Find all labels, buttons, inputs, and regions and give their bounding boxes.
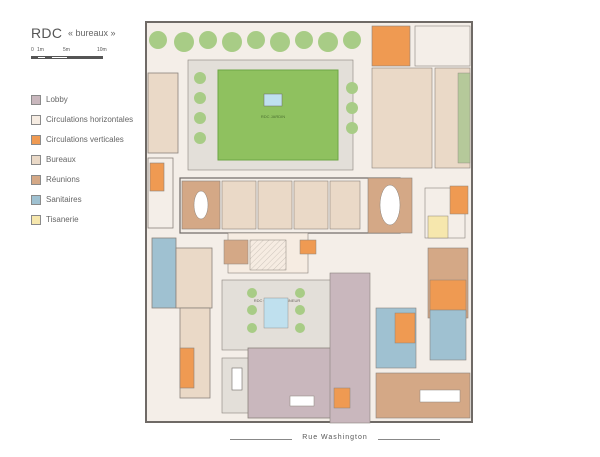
legend-swatch	[31, 155, 41, 165]
garden-lawn	[217, 69, 339, 161]
legend-swatch	[31, 95, 41, 105]
stair-left-bottom	[179, 347, 195, 389]
reunion-room-5	[329, 180, 361, 230]
street-line-left	[230, 439, 292, 440]
legend-label: Bureaux	[46, 155, 76, 164]
street-label-block: Rue Washington	[230, 434, 440, 446]
offices-right-top	[414, 25, 471, 67]
scale-label-1: 1m	[37, 47, 44, 53]
legend-label: Tisanerie	[46, 215, 79, 224]
stair-left-top	[149, 162, 165, 192]
legend-item-circulations-horizontales: Circulations horizontales	[31, 113, 151, 133]
sanitaires-left	[151, 237, 177, 309]
street-label: Rue Washington	[302, 434, 368, 441]
legend-item-bureaux: Bureaux	[31, 153, 151, 173]
legend-item-lobby: Lobby	[31, 93, 151, 113]
reception-desk	[289, 395, 315, 407]
scale-label-0: 0	[31, 47, 34, 53]
stair-lobby	[333, 387, 351, 409]
scale-bar: 0 1m 5m 10m	[31, 47, 151, 67]
room-bureaux-left-bottom	[179, 307, 211, 399]
legend: Lobby Circulations horizontales Circulat…	[31, 93, 151, 233]
legend-swatch	[31, 175, 41, 185]
legend-swatch	[31, 215, 41, 225]
garden-label: RDC JARDIN	[261, 114, 285, 119]
tree-group-cour	[247, 288, 305, 333]
tree-row-top	[149, 31, 361, 52]
meeting-table-long	[419, 389, 461, 403]
page-title: RDC	[31, 25, 63, 41]
room-bureaux-left-top	[147, 72, 179, 154]
legend-label: Sanitaires	[46, 195, 82, 204]
scale-label-10: 10m	[97, 47, 107, 53]
legend-item-tisanerie: Tisanerie	[31, 213, 151, 233]
legend-item-circulations-verticales: Circulations verticales	[31, 133, 151, 153]
scale-label-5: 5m	[63, 47, 70, 53]
sanitaires-right-2	[429, 309, 467, 361]
tree-column-garden	[194, 72, 358, 144]
open-space-right	[371, 67, 433, 169]
scale-bar-segment	[31, 56, 38, 59]
planter-right	[457, 72, 471, 164]
room-bureaux-left-mid	[175, 247, 213, 309]
hall-pattern	[249, 239, 287, 271]
car-icon	[231, 367, 243, 391]
legend-label: Lobby	[46, 95, 68, 104]
scale-bar-segment	[45, 56, 52, 59]
meeting-table	[193, 190, 209, 220]
floor-plan: RDC JARDIN RDC COUR D'HONNEUR	[145, 21, 473, 424]
street-line-right	[378, 439, 440, 440]
reunion-room-central	[223, 239, 249, 265]
legend-label: Circulations verticales	[46, 135, 124, 144]
legend-swatch	[31, 195, 41, 205]
reunion-room-3	[257, 180, 293, 230]
legend-label: Réunions	[46, 175, 80, 184]
fountain	[263, 93, 283, 107]
reunion-room-2	[221, 180, 257, 230]
stair-right-mid	[449, 185, 469, 215]
stair-right-lower	[429, 279, 467, 313]
stair-right-top	[371, 25, 411, 67]
legend-item-reunions: Réunions	[31, 173, 151, 193]
reunion-room-4	[293, 180, 329, 230]
meeting-table	[379, 184, 401, 226]
page-subtitle: « bureaux »	[68, 28, 116, 38]
scale-bar-segment	[67, 56, 103, 59]
legend-item-sanitaires: Sanitaires	[31, 193, 151, 213]
water-feature	[263, 297, 289, 329]
tisanerie	[427, 215, 449, 239]
legend-label: Circulations horizontales	[46, 115, 134, 124]
stair-central	[299, 239, 317, 255]
legend-swatch	[31, 135, 41, 145]
cour-d-honneur	[221, 279, 333, 351]
stair-right-bottom	[394, 312, 416, 344]
legend-swatch	[31, 115, 41, 125]
